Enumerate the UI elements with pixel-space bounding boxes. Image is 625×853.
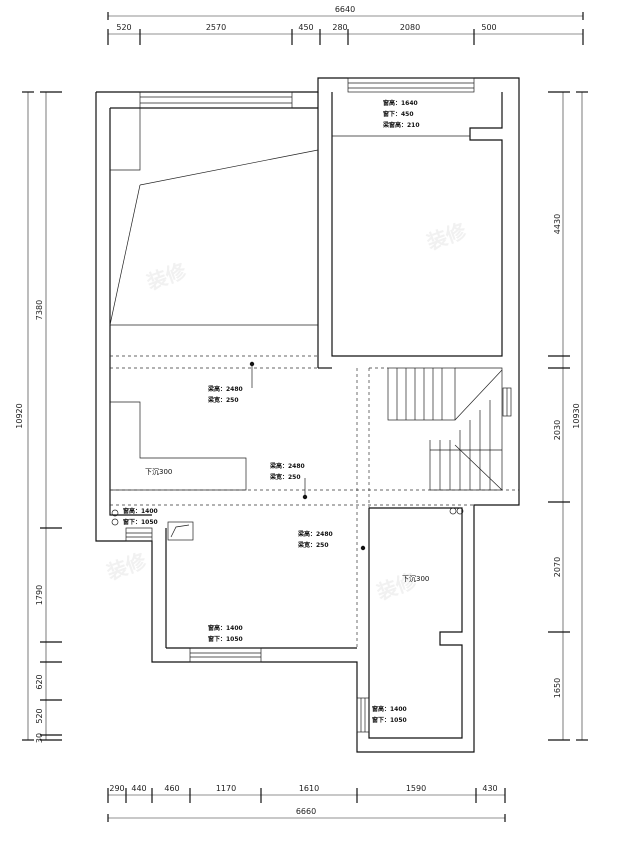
left-dimensions: 10920 7380 1790 620 520 30 (15, 91, 62, 743)
left-dim-2: 1790 (35, 585, 44, 605)
svg-text:梁高：2480: 梁高：2480 (298, 530, 333, 538)
svg-text:梁宽：250: 梁宽：250 (208, 396, 239, 404)
bottom-total-dim: 6660 (296, 807, 316, 816)
left-dim-5: 30 (35, 733, 44, 743)
top-left-window (139, 91, 293, 109)
sunken-label-right: 下沉300 (402, 575, 429, 583)
annotation-right-window: 窗高：1400 窗下：1050 (372, 705, 407, 724)
bottom-dim-7: 430 (482, 784, 497, 793)
right-dim-1: 4430 (553, 214, 562, 234)
annotation-dining-beam: 梁高：2480 梁宽：250 (298, 530, 333, 549)
right-total-dim: 10930 (572, 403, 581, 428)
top-dim-6: 500 (481, 23, 496, 32)
svg-text:梁宽：250: 梁宽：250 (298, 541, 329, 549)
svg-text:梁高：2480: 梁高：2480 (270, 462, 305, 470)
windows (125, 77, 512, 733)
bottom-window (189, 647, 262, 663)
svg-text:梁窗高：210: 梁窗高：210 (383, 121, 420, 129)
walls (95, 77, 520, 753)
watermark-layer: 装修 装修 装修 装修 (103, 218, 471, 605)
annotation-bedroom-window: 窗高：1640 窗下：450 梁窗高：210 (383, 99, 420, 129)
fixture-circle (456, 507, 464, 515)
left-dim-3: 620 (35, 674, 44, 689)
top-total-dim: 6640 (335, 5, 355, 14)
left-dim-4: 520 (35, 708, 44, 723)
annotation-center-beam: 梁高：2480 梁宽：250 (270, 462, 305, 481)
svg-text:梁高：2480: 梁高：2480 (208, 385, 243, 393)
right-small-window (356, 697, 370, 733)
svg-text:装修: 装修 (143, 258, 191, 295)
annotation-bottom-window: 窗高：1400 窗下：1050 (208, 624, 243, 643)
right-dim-2: 2030 (553, 420, 562, 440)
svg-text:装修: 装修 (423, 218, 471, 255)
annotation-living-beam: 梁高：2480 梁宽：250 (208, 385, 243, 404)
top-right-window (347, 77, 475, 93)
svg-text:窗高：1400: 窗高：1400 (372, 705, 407, 713)
sunken-label-left: 下沉300 (145, 468, 172, 476)
fixture-circle (449, 507, 457, 515)
left-dim-1: 7380 (35, 300, 44, 320)
svg-text:装修: 装修 (103, 548, 151, 585)
svg-text:窗下：1050: 窗下：1050 (208, 635, 243, 643)
staircase (387, 367, 503, 491)
top-dimensions: 6640 520 2570 450 280 2080 500 (107, 5, 584, 45)
svg-text:窗高：1640: 窗高：1640 (383, 99, 418, 107)
top-dim-1: 520 (116, 23, 131, 32)
svg-text:梁宽：250: 梁宽：250 (270, 473, 301, 481)
cabinet (167, 521, 194, 541)
counter (110, 401, 247, 491)
left-total-dim: 10920 (15, 403, 24, 428)
fixture-circle (111, 509, 119, 517)
svg-text:窗下：1050: 窗下：1050 (372, 716, 407, 724)
beam-lines (110, 355, 519, 648)
left-small-window (125, 527, 153, 542)
svg-text:窗高：1400: 窗高：1400 (208, 624, 243, 632)
top-dim-5: 2080 (400, 23, 420, 32)
svg-text:窗高：1400: 窗高：1400 (123, 507, 158, 515)
svg-text:窗下：1050: 窗下：1050 (123, 518, 158, 526)
bottom-dim-4: 1170 (216, 784, 236, 793)
svg-text:装修: 装修 (373, 568, 421, 605)
bottom-dim-2: 440 (131, 784, 146, 793)
right-dim-3: 2070 (553, 557, 562, 577)
svg-text:窗下：450: 窗下：450 (383, 110, 414, 118)
fixture-circle (111, 518, 119, 526)
bottom-dimensions: 290 440 460 1170 1610 1590 430 6660 (107, 784, 506, 822)
bottom-dim-3: 460 (164, 784, 179, 793)
top-dim-2: 2570 (206, 23, 226, 32)
bottom-dim-1: 290 (109, 784, 124, 793)
annotation-left-window: 窗高：1400 窗下：1050 (123, 507, 158, 526)
right-dim-4: 1650 (553, 678, 562, 698)
beam-markers (249, 361, 366, 551)
top-dim-4: 280 (332, 23, 347, 32)
top-dim-3: 450 (298, 23, 313, 32)
bottom-dim-5: 1610 (299, 784, 319, 793)
bottom-dim-6: 1590 (406, 784, 426, 793)
right-dimensions: 4430 2030 2070 1650 10930 (548, 91, 588, 741)
